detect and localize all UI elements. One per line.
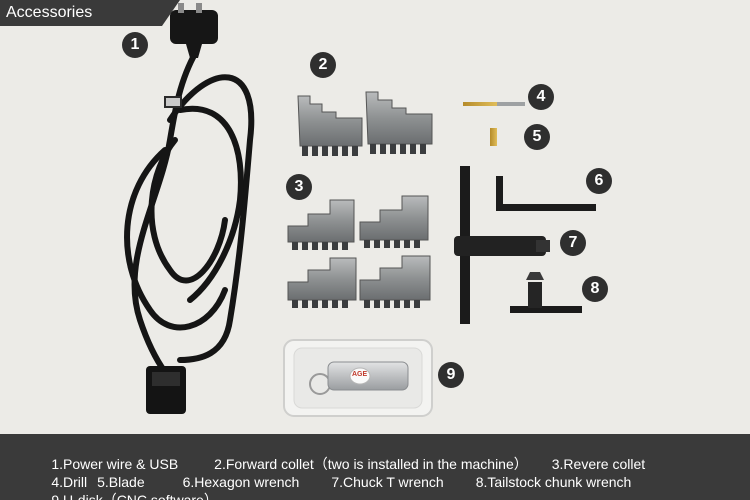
caption-item-1: 1.Power wire & USB [51, 456, 179, 472]
caption-item-7: 7.Chuck T wrench [331, 474, 444, 490]
header-title: Accessories [6, 4, 93, 21]
uk-plug [170, 3, 218, 58]
caption-item-4: 4.Drill [51, 474, 88, 490]
badge-6: 6 [586, 168, 612, 194]
chuck-t-wrench [454, 166, 550, 324]
badge-1: 1 [122, 32, 148, 58]
badge-7: 7 [560, 230, 586, 256]
badge-9: 9 [438, 362, 464, 388]
header-tab: Accessories [0, 0, 180, 26]
forward-collet-jaws [297, 91, 433, 156]
badge-5: 5 [524, 124, 550, 150]
caption-item-6: 6.Hexagon wrench [182, 474, 300, 490]
badge-8: 8 [582, 276, 608, 302]
caption-panel: 1.Power wire & USB 2.Forward collet（two i… [0, 434, 750, 500]
caption-item-5: 5.Blade [97, 474, 145, 490]
usb-connector [164, 96, 182, 108]
tailstock-wrench [510, 272, 582, 313]
drill-bit [463, 102, 525, 106]
blade [490, 128, 497, 146]
caption-item-2: 2.Forward collet（two is installed in the… [214, 456, 528, 472]
usb-logo-text: AGE [352, 371, 368, 378]
badge-3: 3 [286, 174, 312, 200]
caption-item-9: 9.U-disk（CNC software） [51, 492, 218, 500]
badge-2: 2 [310, 52, 336, 78]
badge-4: 4 [528, 84, 554, 110]
hex-wrench [496, 176, 596, 211]
caption-item-3: 3.Revere collet [551, 456, 646, 472]
power-cable [124, 49, 255, 375]
usb-disk-package [283, 339, 433, 417]
caption-item-8: 8.Tailstock chunk wrench [475, 474, 632, 490]
iec-connector [146, 366, 186, 414]
reverse-collet-jaws [287, 195, 431, 308]
